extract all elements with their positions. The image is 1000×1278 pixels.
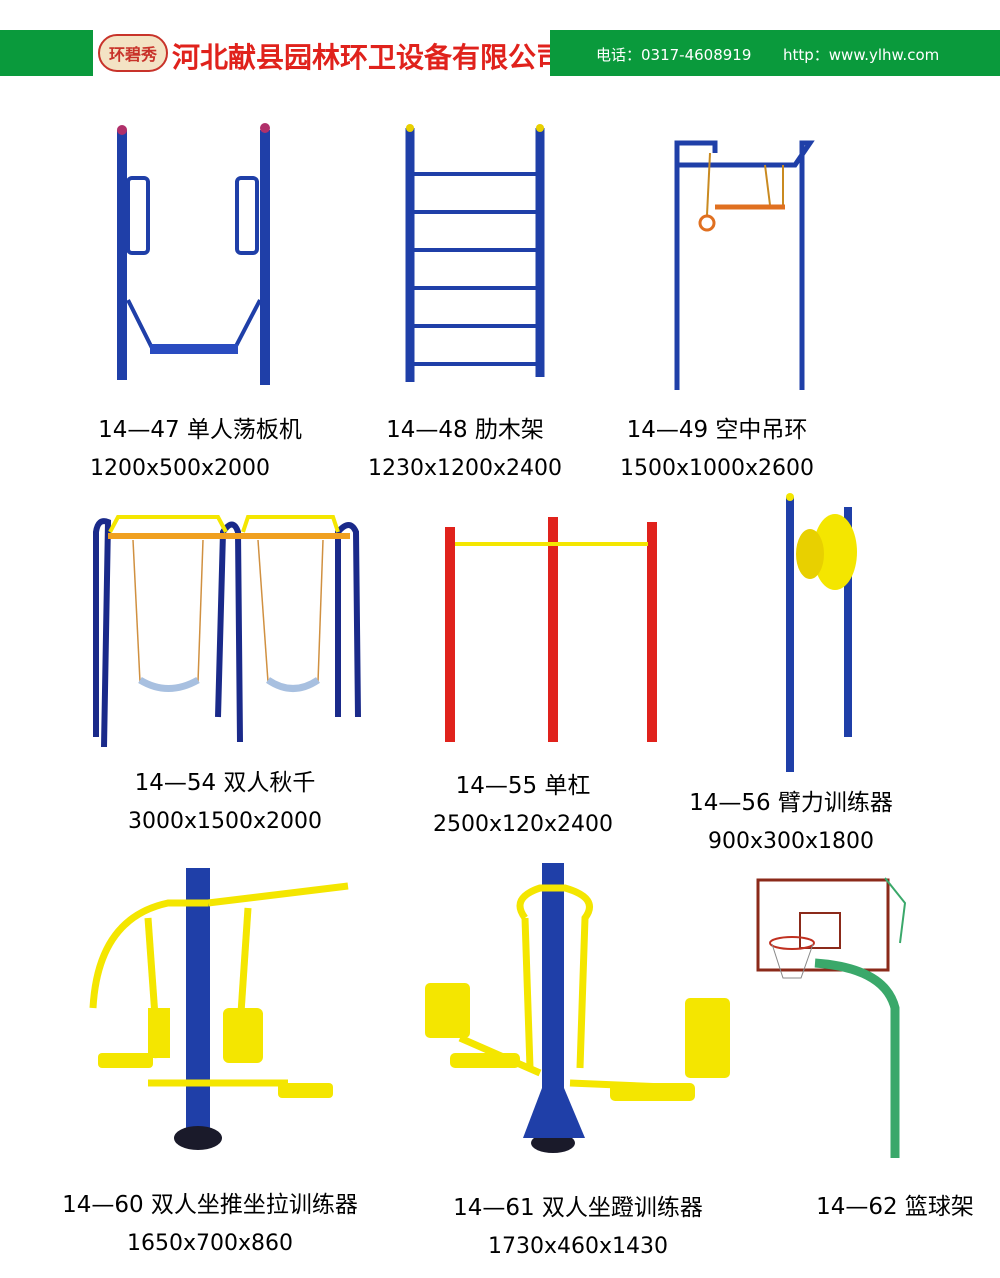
wall-bars-image bbox=[405, 124, 545, 382]
product-label: 14—62 篮球架 bbox=[745, 1187, 1000, 1221]
product-code: 14—47 单人荡板机 bbox=[98, 417, 302, 443]
product-label: 14—47 单人荡板机 1200x500x2000 bbox=[50, 410, 350, 481]
product-size: 1200x500x2000 bbox=[90, 456, 271, 481]
product-code: 14—49 空中吊环 bbox=[626, 417, 808, 443]
phone: 电话：0317-4608919 bbox=[596, 46, 752, 64]
product-size: 2500x120x2400 bbox=[432, 812, 613, 837]
header-bar-right bbox=[550, 30, 1000, 76]
brand-logo: 环碧秀 bbox=[98, 34, 168, 72]
product-label: 14—55 单杠 2500x120x2400 bbox=[373, 766, 673, 837]
product-code: 14—48 肋木架 bbox=[386, 417, 544, 443]
double-swing-image bbox=[93, 515, 361, 747]
product-size: 3000x1500x2000 bbox=[127, 809, 322, 834]
header-bar-left bbox=[0, 30, 93, 76]
product-size: 1230x1200x2400 bbox=[367, 456, 562, 481]
logo-text: 环碧秀 bbox=[108, 45, 157, 64]
product-code: 14—61 双人坐蹬训练器 bbox=[453, 1195, 703, 1221]
product-size: 1730x460x1430 bbox=[487, 1234, 668, 1259]
product-size: 900x300x1800 bbox=[707, 829, 874, 854]
swing-board-image bbox=[117, 123, 270, 385]
product-code: 14—60 双人坐推坐拉训练器 bbox=[62, 1192, 358, 1218]
single-bar-image bbox=[445, 517, 657, 742]
company-name: 河北献县园林环卫设备有限公司 bbox=[172, 41, 565, 74]
push-pull-trainer-image bbox=[89, 868, 349, 1150]
product-label: 14—54 双人秋千 3000x1500x2000 bbox=[75, 763, 375, 834]
product-code: 14—55 单杠 bbox=[455, 773, 591, 799]
product-label: 14—48 肋木架 1230x1200x2400 bbox=[315, 410, 615, 481]
product-label: 14—60 双人坐推坐拉训练器 1650x700x860 bbox=[60, 1185, 360, 1256]
product-size: 1650x700x860 bbox=[126, 1231, 293, 1256]
website: http：www.ylhw.com bbox=[783, 46, 940, 64]
basketball-hoop-image bbox=[756, 877, 907, 1158]
leg-press-trainer-image bbox=[425, 863, 730, 1153]
product-code: 14—56 臂力训练器 bbox=[689, 790, 893, 816]
hanging-rings-image bbox=[674, 140, 815, 390]
product-code: 14—62 篮球架 bbox=[816, 1194, 974, 1220]
arm-trainer-image bbox=[786, 493, 857, 772]
product-code: 14—54 双人秋千 bbox=[134, 770, 316, 796]
product-label: 14—49 空中吊环 1500x1000x2600 bbox=[567, 410, 867, 481]
product-label: 14—61 双人坐蹬训练器 1730x460x1430 bbox=[428, 1188, 728, 1259]
product-size: 1500x1000x2600 bbox=[619, 456, 814, 481]
product-label: 14—56 臂力训练器 900x300x1800 bbox=[641, 783, 941, 854]
